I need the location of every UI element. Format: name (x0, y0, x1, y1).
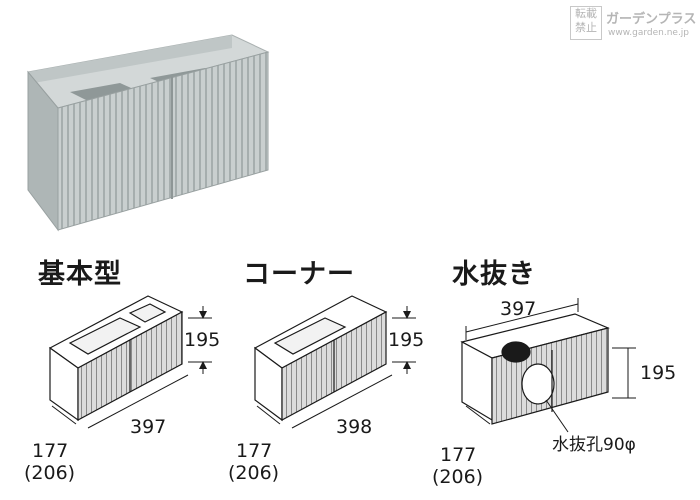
block-photo (27, 34, 270, 232)
dim-length-corner: 398 (336, 416, 373, 438)
dims-drain (465, 298, 636, 433)
variant-title-corner: コーナー (243, 259, 355, 290)
dim-length-drain: 397 (500, 298, 537, 320)
watermark-brand: ガーデンプラス (606, 12, 697, 27)
dim-depth-alt-drain: (206) (432, 466, 484, 488)
variant-title-basic: 基本型 (38, 259, 122, 290)
drain-hole-back (501, 341, 531, 363)
watermark-url: www.garden.ne.jp (608, 28, 690, 38)
watermark-stamp: 転載 禁止 (570, 6, 602, 40)
dim-length-basic: 397 (130, 416, 167, 438)
dims-corner (256, 306, 416, 429)
dim-depth-basic: 177 (32, 440, 69, 462)
variant-title-drain: 水抜き (452, 259, 536, 290)
dim-height-drain: 195 (640, 362, 677, 384)
dims-basic (51, 306, 212, 429)
drain-hole-front (521, 363, 555, 405)
block-drawing-basic (48, 295, 184, 422)
watermark: 転載 禁止 ガーデンプラス www.garden.ne.jp (570, 6, 698, 46)
drain-hole-label: 水抜孔90φ (552, 435, 636, 455)
dim-depth-corner: 177 (236, 440, 273, 462)
dim-height-basic: 195 (184, 329, 221, 351)
block-drawing-corner (253, 295, 388, 422)
dim-height-corner: 195 (388, 329, 425, 351)
dim-depth-alt-basic: (206) (24, 462, 76, 484)
dim-depth-drain: 177 (440, 444, 477, 466)
dim-depth-alt-corner: (206) (228, 462, 280, 484)
block-drawing-drain (460, 313, 610, 425)
